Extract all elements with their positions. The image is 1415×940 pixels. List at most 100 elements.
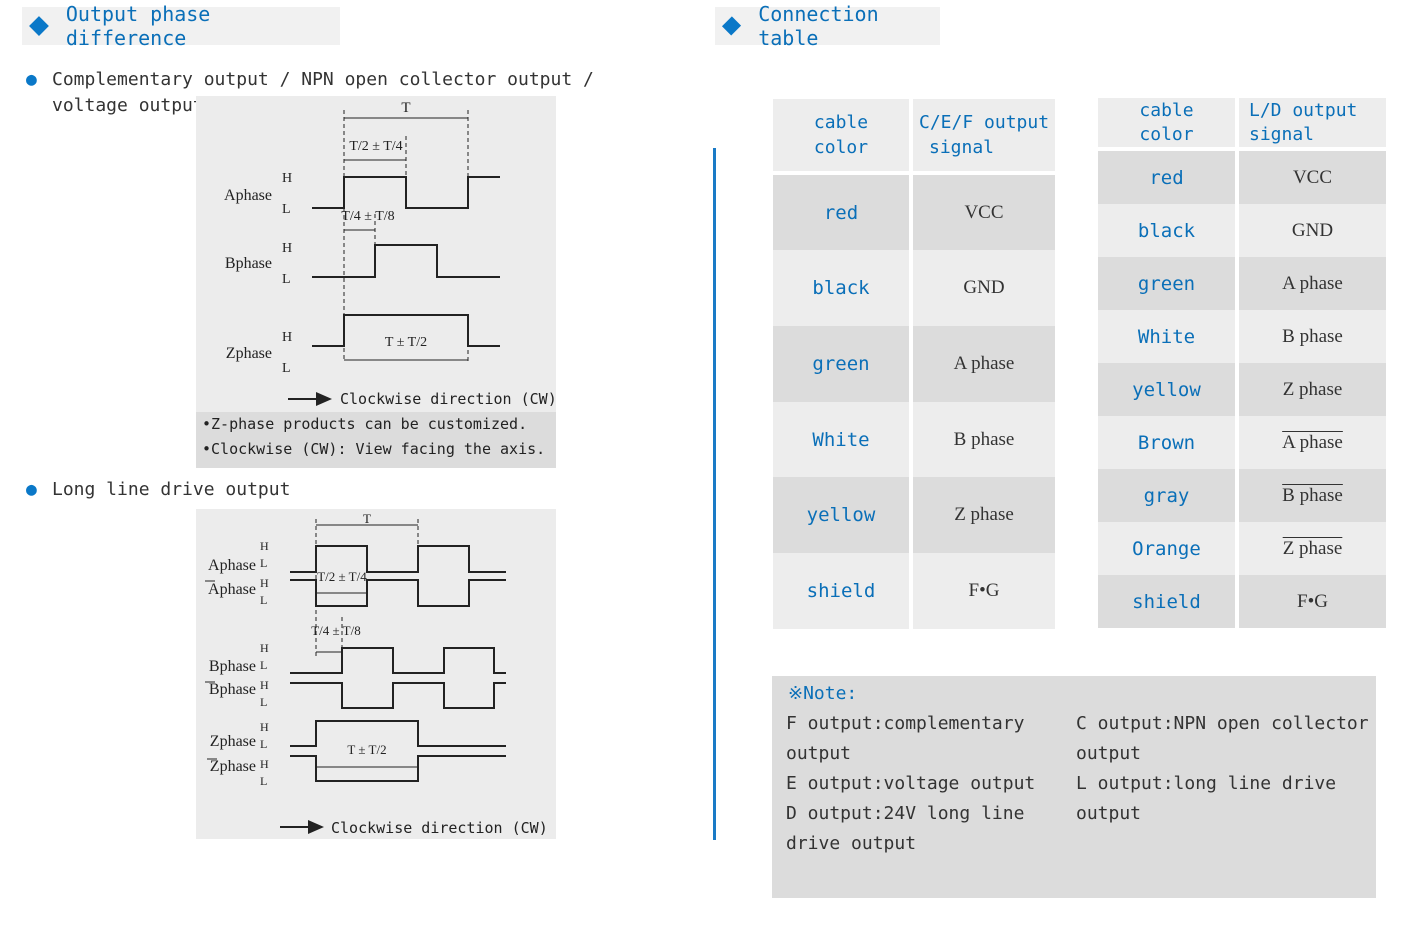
phase-diff-label: T/2 ± T/4 xyxy=(349,139,402,154)
header-text: color xyxy=(813,137,869,158)
table-cell: VCC xyxy=(1239,151,1386,204)
aphase-waveform xyxy=(312,176,500,209)
bphase-bar-label: Bphase xyxy=(209,681,256,698)
diamond-icon xyxy=(29,16,49,36)
note-line: output xyxy=(1076,803,1142,824)
direction-label: Clockwise direction (CW) xyxy=(331,819,548,837)
table-cell: black xyxy=(1098,204,1235,257)
note-line: L output:long line drive xyxy=(1076,773,1337,794)
low-label: L xyxy=(260,737,267,751)
header-text: L/D output xyxy=(1249,99,1358,121)
high-label: H xyxy=(260,539,269,553)
table-cell: A phase xyxy=(1239,257,1386,310)
note-line: C output:NPN open collector xyxy=(1076,713,1369,734)
header-signal: C/E/F output signal xyxy=(913,99,1055,175)
timing-diagram-2: T T/2 ± T/4 T/4 ± T/8 T ± T/2 Aphase Aph… xyxy=(196,509,556,839)
aphase-waveform xyxy=(290,545,506,573)
note-line: output xyxy=(786,743,852,764)
table-cell: White xyxy=(773,402,909,477)
bullet-dot-icon: ● xyxy=(26,479,37,500)
section-title: Connection table xyxy=(758,2,879,50)
table-cell: B phase xyxy=(1239,310,1386,363)
note-line: F output:complementary xyxy=(786,713,1025,734)
table-cell: Z phase xyxy=(1239,363,1386,416)
table-cell: yellow xyxy=(1098,363,1235,416)
high-label: H xyxy=(260,641,269,655)
table-cell: F•G xyxy=(1239,575,1386,628)
note-heading: ※Note: xyxy=(788,683,858,704)
table-cell: shield xyxy=(773,553,909,629)
high-label: H xyxy=(282,241,292,256)
inverted-signal: B phase xyxy=(1282,484,1343,506)
header-cable-color: cable color xyxy=(1098,98,1235,151)
low-label: L xyxy=(260,556,267,570)
z-width-label: T ± T/2 xyxy=(347,742,386,757)
table-cell: Z phase xyxy=(913,477,1055,553)
low-label: L xyxy=(260,593,267,607)
table-cell: green xyxy=(773,326,909,402)
table-cell: VCC xyxy=(913,175,1055,250)
table-cell: GND xyxy=(913,250,1055,326)
high-label: H xyxy=(282,330,292,345)
period-label: T xyxy=(363,511,371,526)
table-cell: GND xyxy=(1239,204,1386,257)
low-label: L xyxy=(282,361,291,376)
header-text: signal xyxy=(1249,123,1315,145)
table-cell-inverted: Z phase xyxy=(1239,522,1386,575)
table-cell: shield xyxy=(1098,575,1235,628)
low-label: L xyxy=(260,695,267,709)
header-cable-color: cable color xyxy=(773,99,909,175)
high-label: H xyxy=(260,576,269,590)
edge-tolerance-label: T/4 ± T/8 xyxy=(341,209,394,224)
inverted-signal: Z phase xyxy=(1282,537,1343,559)
table-cell: Brown xyxy=(1098,416,1235,469)
bullet-dot-icon: ● xyxy=(26,69,37,90)
header-text: C/E/F output xyxy=(919,112,1050,133)
bullet-text-line1: Complementary output / NPN open collecto… xyxy=(52,69,594,90)
note-line: drive output xyxy=(786,833,917,854)
low-label: L xyxy=(260,774,267,788)
table-cell: yellow xyxy=(773,477,909,553)
output-phase-header: Output phase difference xyxy=(22,2,340,50)
table-cell: black xyxy=(773,250,909,326)
phase-diff-label: T/2 ± T/4 xyxy=(317,569,367,584)
timing-diagram-1: T T/2 ± T/4 T/4 ± T/8 T ± T/2 Aphase Bph… xyxy=(196,96,557,412)
section-title: Output phase difference xyxy=(65,2,211,50)
period-label: T xyxy=(401,100,410,116)
table-cell-inverted: B phase xyxy=(1239,469,1386,522)
table-cell: gray xyxy=(1098,469,1235,522)
bphase-label: Bphase xyxy=(209,658,256,675)
low-label: L xyxy=(282,272,291,287)
bphase-label: Bphase xyxy=(225,255,272,272)
timing-diagram-2-svg: T T/2 ± T/4 T/4 ± T/8 T ± T/2 Aphase Aph… xyxy=(205,511,548,837)
zphase-bar-label: Zphase xyxy=(210,758,256,775)
note-line: output xyxy=(1076,743,1142,764)
high-label: H xyxy=(260,720,269,734)
connection-table-header: Connection table xyxy=(715,2,940,50)
table-cell: B phase xyxy=(913,402,1055,477)
table-cell: A phase xyxy=(913,326,1055,402)
zphase-bar-waveform xyxy=(290,755,506,782)
zphase-label: Zphase xyxy=(226,345,272,362)
timing-diagram-1-svg: T T/2 ± T/4 T/4 ± T/8 T ± T/2 Aphase Bph… xyxy=(224,100,557,408)
note-line: D output:24V long line xyxy=(786,803,1025,824)
table-cell: red xyxy=(1098,151,1235,204)
zphase-waveform xyxy=(312,314,500,347)
low-label: L xyxy=(260,658,267,672)
aphase-label: Aphase xyxy=(208,557,256,574)
high-label: H xyxy=(260,757,269,771)
table-cell: red xyxy=(773,175,909,250)
table-cell: Orange xyxy=(1098,522,1235,575)
bphase-waveform xyxy=(290,647,506,674)
bphase-waveform xyxy=(312,244,500,278)
edge-tolerance-label: T/4 ± T/8 xyxy=(311,623,361,638)
low-label: L xyxy=(282,202,291,217)
note-line: E output:voltage output xyxy=(786,773,1036,794)
diamond-icon xyxy=(721,16,742,36)
bullet-text-line2: voltage output xyxy=(52,95,204,116)
aphase-label: Aphase xyxy=(224,187,272,204)
vertical-divider xyxy=(713,148,716,840)
header-text: cable xyxy=(1139,99,1194,121)
